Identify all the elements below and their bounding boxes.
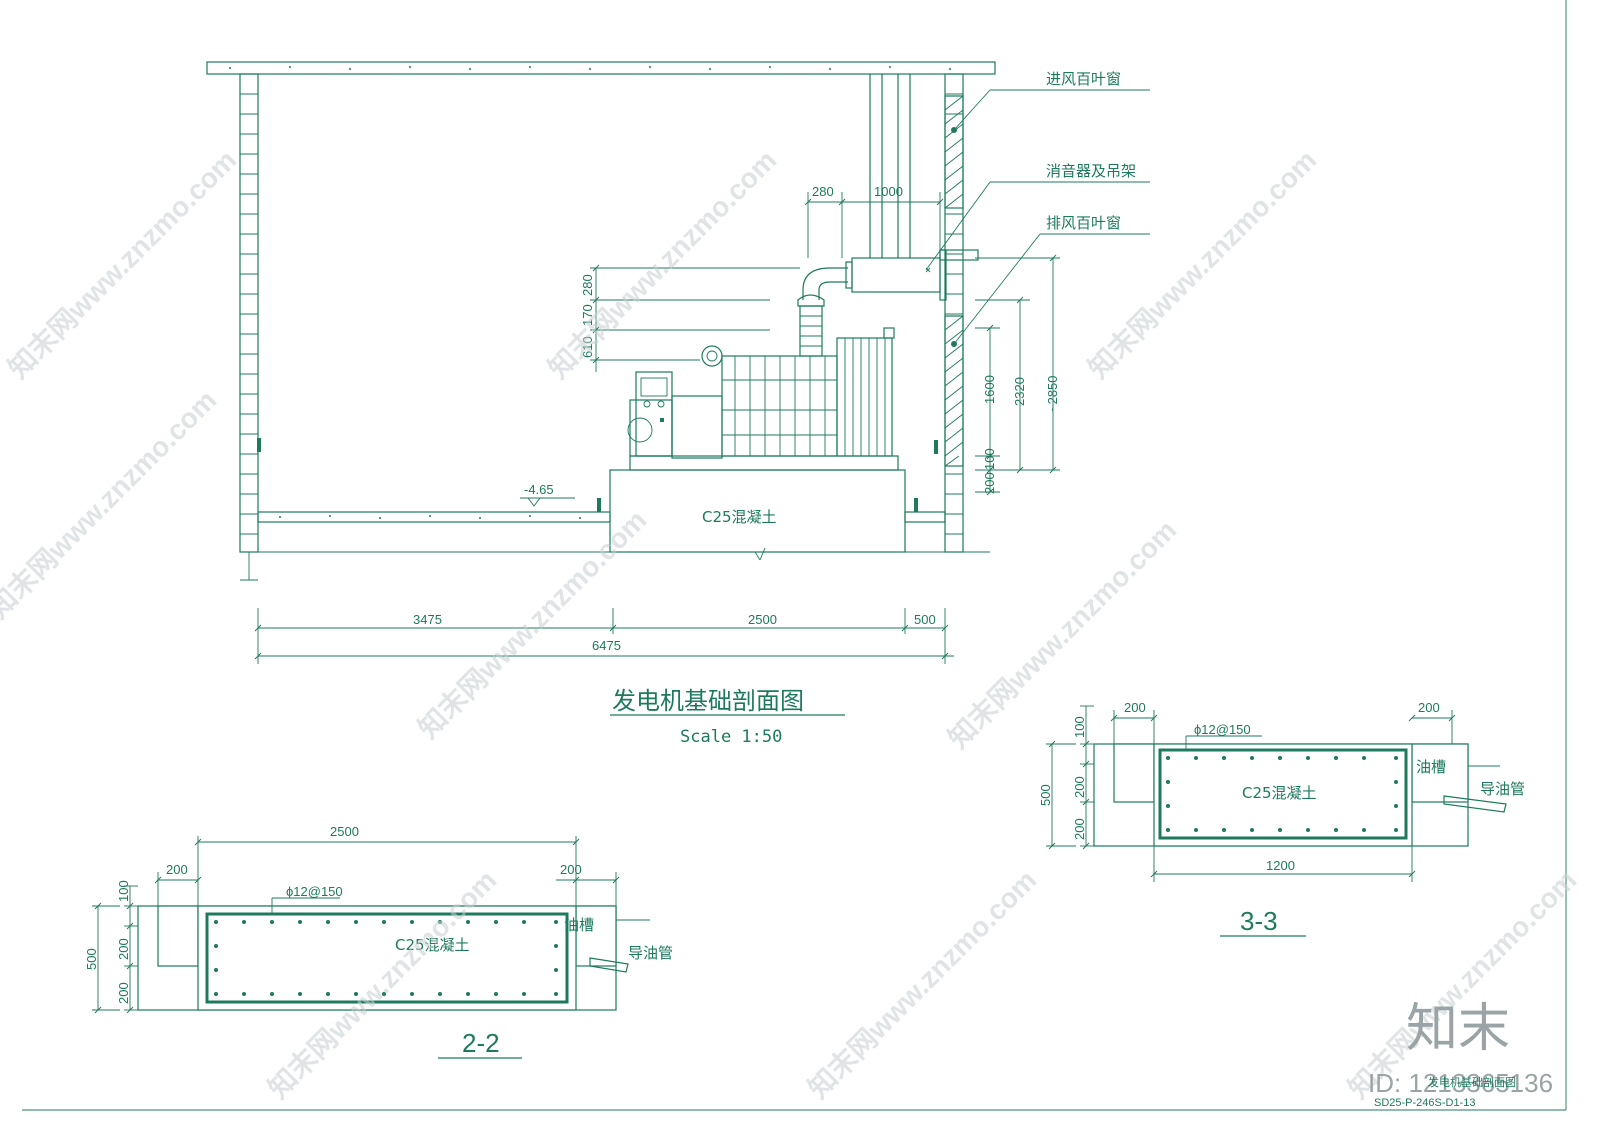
main-section: C25混凝土 -4.65 (206, 61, 1150, 664)
exhaust-louver-label: 排风百叶窗 (1046, 214, 1121, 232)
floor-slab (257, 511, 611, 523)
section-3-3: C25混凝土 ϕ12@150 油槽 导油管 1200 200 200 100 2… (1038, 700, 1525, 937)
dim-v-1600: 1600 (982, 375, 997, 404)
dim-top-1000: 1000 (874, 184, 903, 199)
section-33-dim-right-200: 200 (1418, 700, 1440, 715)
section-33-label: 3-3 (1240, 906, 1278, 936)
exhaust-louver-hatch (944, 315, 964, 467)
dim-v-170: 170 (580, 304, 595, 326)
sheet-code: SD25-P-246S-D1-13 (1374, 1097, 1476, 1109)
brand-logo: 知末 (1406, 999, 1510, 1059)
dim-v-2850: ~2850 (1045, 375, 1060, 412)
drawing-scale: Scale 1:50 (680, 727, 782, 747)
section-22-dim-right-200: 200 (560, 862, 582, 877)
section-22-dim-h-200a: 200 (116, 938, 131, 960)
turbocharger (701, 345, 723, 367)
drawing-title: 发电机基础剖面图 (612, 687, 804, 715)
section-33-dim-width: 1200 (1266, 858, 1295, 873)
generator-set (627, 261, 899, 471)
watermark-8: 知末网www.znzmo.com (802, 863, 1043, 1104)
floor-level-label: -4.65 (524, 482, 554, 497)
section-22-dim-left-200: 200 (166, 862, 188, 877)
section-33-dim-h-200b: 200 (1072, 818, 1087, 840)
section-22-dim-h-500: 500 (84, 948, 99, 970)
section-33-dim-left-200: 200 (1124, 700, 1146, 715)
section-33-dim-h-500: 500 (1038, 784, 1053, 806)
intake-louver-label: 进风百叶窗 (1046, 70, 1121, 88)
section-22-label: 2-2 (462, 1028, 500, 1058)
dim-v-100: 100 (982, 448, 997, 470)
watermark-4: 知末网www.znzmo.com (0, 383, 222, 624)
section-22-rebar: ϕ12@150 (286, 884, 343, 899)
dim-v-280: 280 (580, 274, 595, 296)
section-22-oil-pipe-label: 导油管 (628, 944, 673, 962)
engine (721, 355, 838, 457)
alternator (671, 395, 723, 459)
section-22-dim-h-200b: 200 (116, 982, 131, 1004)
exhaust-bellows (799, 305, 823, 357)
dim-b-3475: 3475 (413, 612, 442, 627)
dim-v-200: 200 (982, 472, 997, 494)
section-22-oil-groove: 油槽 (564, 916, 594, 934)
muffler-label: 消音器及吊架 (1046, 162, 1136, 180)
section-2-2: C25混凝土 ϕ12@150 油槽 导油管 2500 200 200 100 2… (84, 824, 673, 1059)
dim-b-6475: 6475 (592, 638, 621, 653)
section-33-oil-pipe (1443, 795, 1507, 813)
intake-louver-hatch (944, 95, 964, 209)
dim-b-2500: 2500 (748, 612, 777, 627)
dim-v-610: 610 (580, 336, 595, 358)
muffler (851, 257, 941, 293)
section-33-rebar: ϕ12@150 (1194, 722, 1251, 737)
section-22-concrete: C25混凝土 (395, 936, 470, 954)
dim-b-500: 500 (914, 612, 936, 627)
left-wall (239, 73, 259, 553)
watermark-2: 知末网www.znzmo.com (542, 143, 783, 384)
section-33-dim-h-200a: 200 (1072, 776, 1087, 798)
concrete-label: C25混凝土 (702, 508, 777, 526)
sheet-small-title: 发电机基础剖面图 (1428, 1075, 1516, 1089)
right-wall (944, 73, 964, 553)
section-22-oil-pipe (589, 957, 629, 973)
dim-top-280: 280 (812, 184, 834, 199)
roof-slab (206, 61, 996, 75)
section-33-oil-pipe-label: 导油管 (1480, 780, 1525, 798)
image-id: ID: 1213365136 (1368, 1068, 1553, 1098)
dim-v-2320: 2320 (1012, 377, 1027, 406)
watermark-1: 知末网www.znzmo.com (2, 143, 243, 384)
section-33-oil-groove: 油槽 (1416, 758, 1446, 776)
section-22-dim-width: 2500 (330, 824, 359, 839)
skid-frame (629, 455, 899, 471)
section-22-dim-h-100: 100 (116, 880, 131, 902)
section-33-dim-h-100: 100 (1072, 716, 1087, 738)
section-33-concrete: C25混凝土 (1242, 784, 1317, 802)
